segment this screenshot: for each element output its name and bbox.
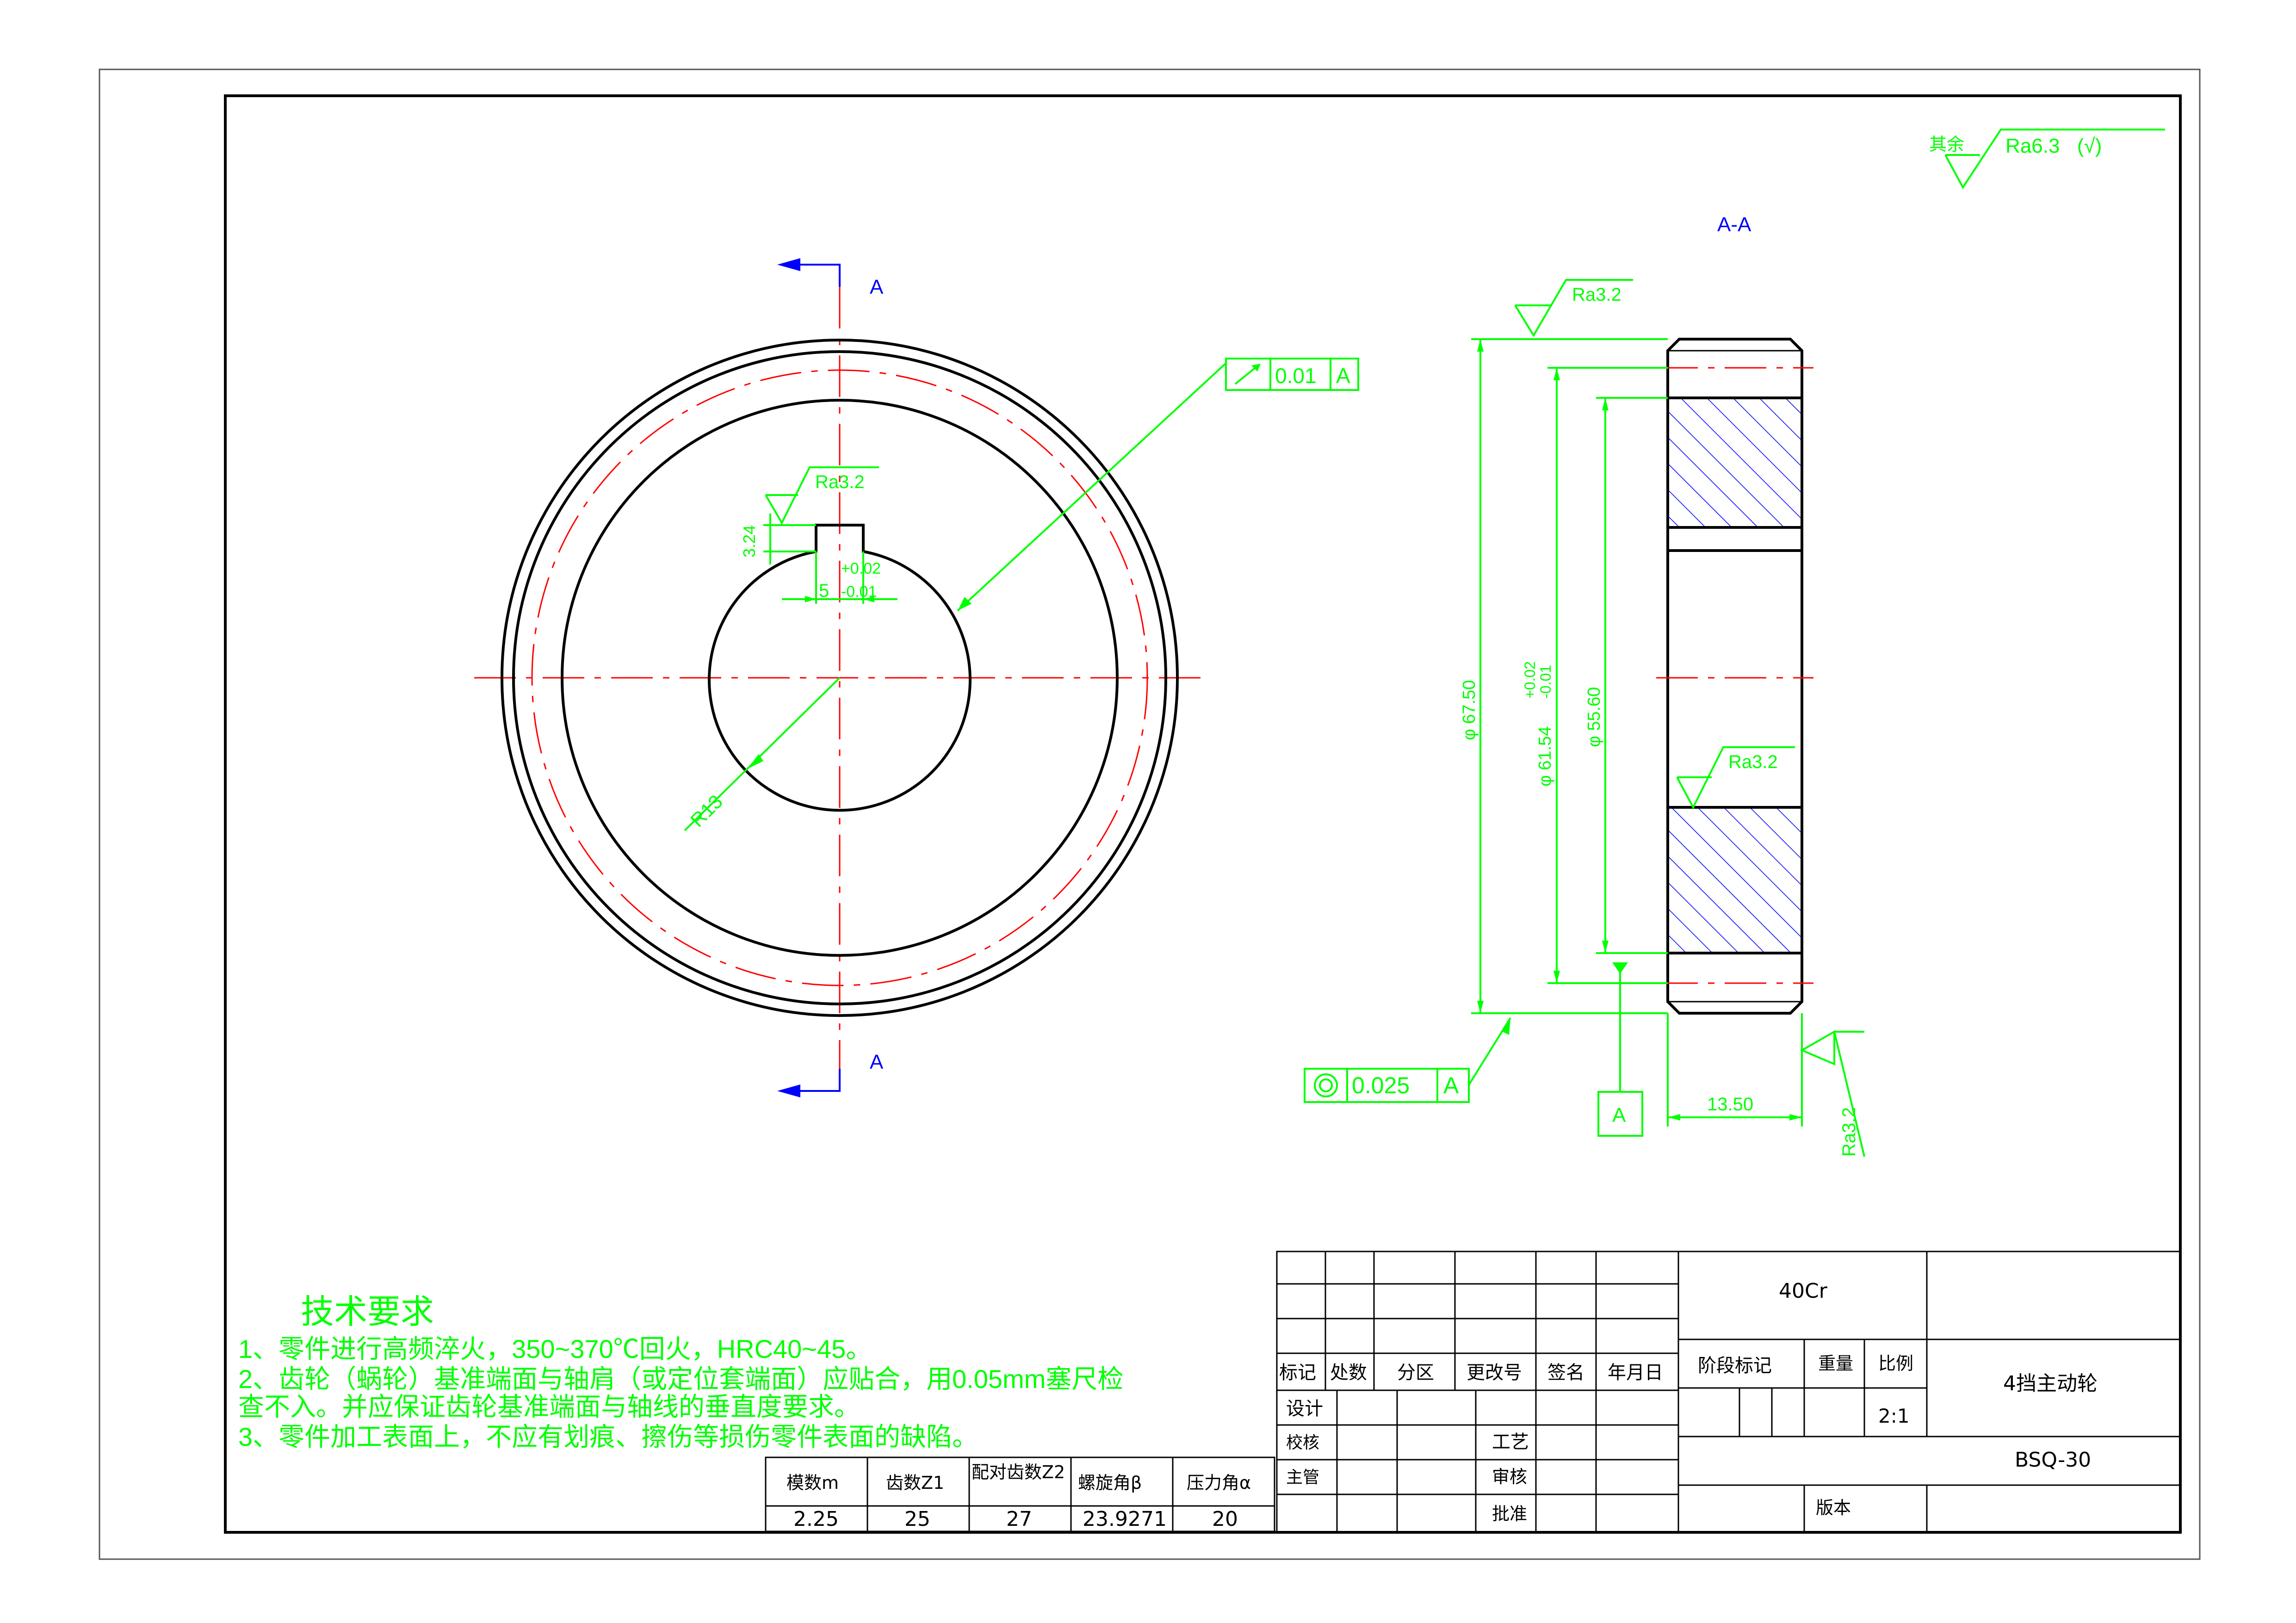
section-label: A-A xyxy=(1717,213,1751,236)
dia-root-dim: φ 55.60 xyxy=(1584,397,1668,954)
runout-callout: 0.01 A xyxy=(957,358,1359,612)
tech-item-3: 查不入。并应保证齿轮基准端面与轴线的垂直度要求。 xyxy=(238,1392,860,1421)
pitch-circle xyxy=(531,369,1148,986)
rev-header-5: 年月日 xyxy=(1608,1362,1663,1383)
dia-outer-dim: φ 67.50 xyxy=(1460,338,1668,1014)
svg-text:A: A xyxy=(1443,1072,1459,1098)
svg-text:φ 67.50: φ 67.50 xyxy=(1460,680,1479,740)
role-design: 设计 xyxy=(1286,1398,1323,1419)
tech-item-4: 3、零件加工表面上，不应有划痕、擦伤等损伤零件表面的缺陷。 xyxy=(238,1422,978,1451)
cut-marker-top: A xyxy=(777,258,884,298)
material: 40Cr xyxy=(1779,1279,1828,1303)
table-header-4: 压力角α xyxy=(1187,1473,1251,1493)
rev-header-2: 分区 xyxy=(1397,1362,1434,1383)
role-review: 审核 xyxy=(1492,1467,1527,1487)
svg-text:A: A xyxy=(1336,364,1350,388)
table-header-3: 螺旋角β xyxy=(1078,1473,1142,1493)
svg-text:R13: R13 xyxy=(686,791,727,831)
svg-text:0.025: 0.025 xyxy=(1352,1072,1410,1098)
cut-label-top: A xyxy=(870,276,884,298)
hatch-bottom xyxy=(1668,807,1802,953)
version-label: 版本 xyxy=(1816,1498,1851,1518)
keyway-width-dim: 5 +0.02 -0.01 xyxy=(782,551,897,604)
role-process: 工艺 xyxy=(1492,1431,1529,1453)
table-value-2: 27 xyxy=(1006,1507,1032,1531)
role-approve: 批准 xyxy=(1492,1504,1527,1524)
svg-text:3.24: 3.24 xyxy=(740,525,759,558)
scale-label: 比例 xyxy=(1878,1353,1913,1374)
table-value-0: 2.25 xyxy=(793,1507,839,1531)
cut-marker-bottom: A xyxy=(777,1051,884,1097)
svg-text:+0.02: +0.02 xyxy=(1522,661,1538,699)
table-header-0: 模数m xyxy=(786,1473,839,1493)
svg-text:Ra3.2: Ra3.2 xyxy=(815,472,865,492)
table-header-1: 齿数Z1 xyxy=(886,1473,944,1493)
svg-text:Ra3.2: Ra3.2 xyxy=(1728,752,1778,772)
gear-param-table: 模数m 齿数Z1 配对齿数Z2 螺旋角β 压力角α 2.25 25 27 23.… xyxy=(765,1456,1275,1532)
rev-header-0: 标记 xyxy=(1279,1362,1316,1383)
scale-value: 2:1 xyxy=(1878,1405,1910,1427)
technical-requirements: 技术要求 1、零件进行高频淬火，350~370℃回火，HRC40~45。 2、齿… xyxy=(238,1294,1123,1451)
rev-header-4: 签名 xyxy=(1547,1362,1584,1383)
tech-item-2: 2、齿轮（蜗轮）基准端面与轴肩（或定位套端面）应贴合，用0.05mm塞尺检 xyxy=(238,1364,1123,1394)
svg-text:φ 55.60: φ 55.60 xyxy=(1584,687,1604,747)
svg-text:5: 5 xyxy=(819,581,829,601)
side-roughness: Ra3.2 xyxy=(1800,1030,1865,1157)
svg-text:-0.01: -0.01 xyxy=(1537,665,1554,699)
general-roughness-note: 其余 Ra6.3 (√) xyxy=(1929,129,2165,189)
rev-header-3: 更改号 xyxy=(1467,1362,1522,1383)
svg-text:Ra3.2: Ra3.2 xyxy=(1839,1107,1859,1157)
roughness-prefix: 其余 xyxy=(1929,135,1964,155)
svg-text:13.50: 13.50 xyxy=(1707,1094,1753,1115)
table-value-4: 20 xyxy=(1212,1507,1238,1531)
table-value-3: 23.9271 xyxy=(1083,1507,1167,1531)
title-block: 40Cr 阶段标记 重量 比例 2:1 4挡主动轮 BSQ-30 版本 标记 处… xyxy=(1276,1251,2181,1533)
svg-text:A: A xyxy=(1612,1104,1626,1127)
section-outline xyxy=(1666,338,1803,1015)
stage-label: 阶段标记 xyxy=(1698,1355,1772,1376)
dia-pitch-dim: φ 61.54 +0.02 -0.01 xyxy=(1522,367,1668,984)
role-check: 校核 xyxy=(1286,1433,1319,1452)
chamfer-circle xyxy=(512,350,1167,1005)
coaxiality-callout: 0.025 A xyxy=(1304,1017,1511,1103)
bore-roughness: Ra3.2 xyxy=(1676,746,1795,810)
width-dim: 13.50 xyxy=(1667,1013,1803,1127)
table-value-1: 25 xyxy=(904,1507,930,1531)
tech-title: 技术要求 xyxy=(301,1294,434,1331)
roughness-suffix: (√) xyxy=(2077,135,2102,157)
bore-with-keyway xyxy=(708,524,972,812)
section-view: φ 67.50 φ 61.54 +0.02 -0.01 φ 55.60 Ra3.… xyxy=(1304,279,1865,1157)
part-name: 4挡主动轮 xyxy=(2003,1372,2098,1395)
roughness-value: Ra6.3 xyxy=(2005,135,2060,157)
keyway-depth-dim: 3.24 xyxy=(740,514,816,564)
root-circle xyxy=(561,399,1119,957)
datum-a: A xyxy=(1597,962,1643,1137)
drawing-number: BSQ-30 xyxy=(2015,1448,2091,1472)
rev-header-1: 处数 xyxy=(1330,1362,1367,1383)
svg-text:φ 61.54: φ 61.54 xyxy=(1535,726,1555,787)
tech-item-1: 1、零件进行高频淬火，350~370℃回火，HRC40~45。 xyxy=(238,1334,872,1363)
cut-label-bottom: A xyxy=(870,1051,884,1073)
svg-text:Ra3.2: Ra3.2 xyxy=(1572,285,1621,305)
inner-frame xyxy=(224,94,2182,1534)
svg-text:0.01: 0.01 xyxy=(1275,364,1317,388)
outer-frame xyxy=(99,68,2201,1560)
svg-text:+0.02: +0.02 xyxy=(841,560,881,577)
keyway-roughness: Ra3.2 xyxy=(765,466,879,525)
outer-tip-circle xyxy=(501,339,1179,1017)
table-header-2: 配对齿数Z2 xyxy=(972,1462,1065,1482)
svg-text:-0.01: -0.01 xyxy=(841,583,877,601)
weight-label: 重量 xyxy=(1818,1353,1853,1374)
hatch-top xyxy=(1668,398,1802,527)
role-manager: 主管 xyxy=(1286,1468,1319,1487)
top-roughness: Ra3.2 xyxy=(1514,279,1633,337)
front-view: A A Ra3.2 3.24 5 +0.02 xyxy=(474,258,1359,1097)
